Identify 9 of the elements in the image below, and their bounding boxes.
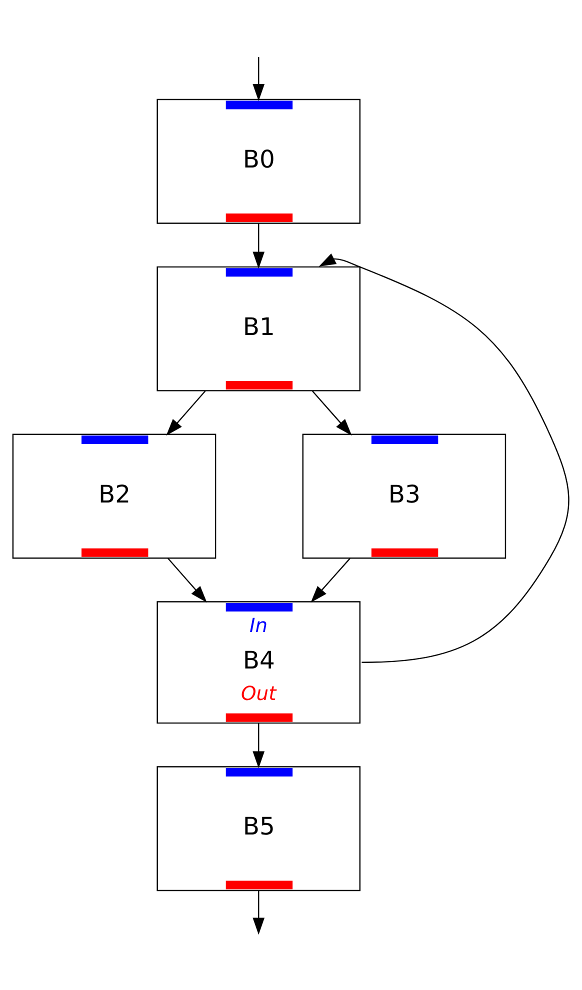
arrow (252, 224, 265, 269)
arrow (168, 558, 207, 603)
arrow (310, 558, 350, 603)
arrow (252, 57, 265, 102)
arrow (318, 253, 570, 664)
arrow (252, 723, 265, 768)
arrow (166, 390, 206, 436)
arrow (312, 390, 352, 436)
arrow (252, 891, 265, 935)
